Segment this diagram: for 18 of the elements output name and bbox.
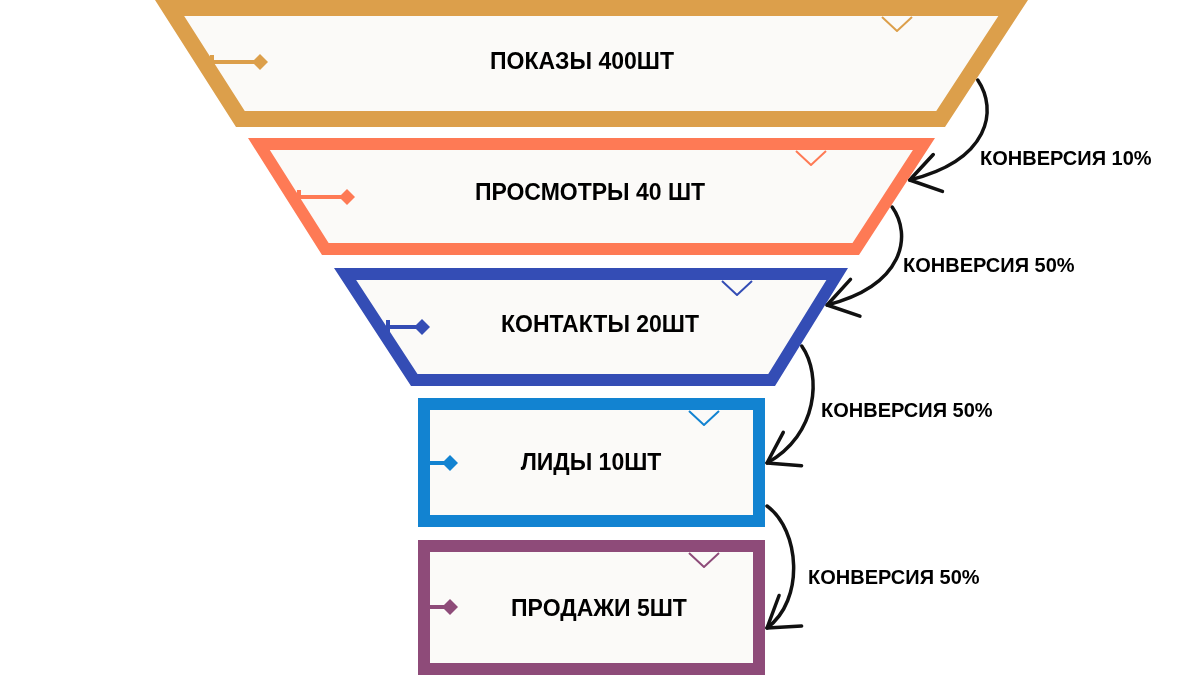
stage-label: ПОКАЗЫ 400ШТ — [490, 49, 674, 73]
edge-label: КОНВЕРСИЯ 50% — [903, 255, 1075, 275]
curved-arrow — [907, 78, 989, 192]
stage-label: ПРОДАЖИ 5ШТ — [511, 596, 687, 620]
edge-label: КОНВЕРСИЯ 50% — [821, 400, 993, 420]
edge-label: КОНВЕРСИЯ 10% — [980, 148, 1152, 168]
funnel-stage — [418, 398, 765, 527]
stage-label: ЛИДЫ 10ШТ — [520, 450, 662, 474]
stage-label: ПРОСМОТРЫ 40 ШТ — [474, 180, 706, 204]
funnel-stage — [418, 540, 765, 675]
funnel-stage — [334, 268, 848, 386]
curved-arrow — [825, 205, 904, 317]
funnel-stage — [155, 0, 1028, 127]
curved-arrow — [765, 344, 815, 465]
funnel-stage — [248, 138, 935, 255]
edge-label: КОНВЕРСИЯ 50% — [808, 567, 980, 587]
curved-arrow — [765, 504, 803, 630]
stage-label: КОНТАКТЫ 20ШТ — [500, 312, 700, 336]
